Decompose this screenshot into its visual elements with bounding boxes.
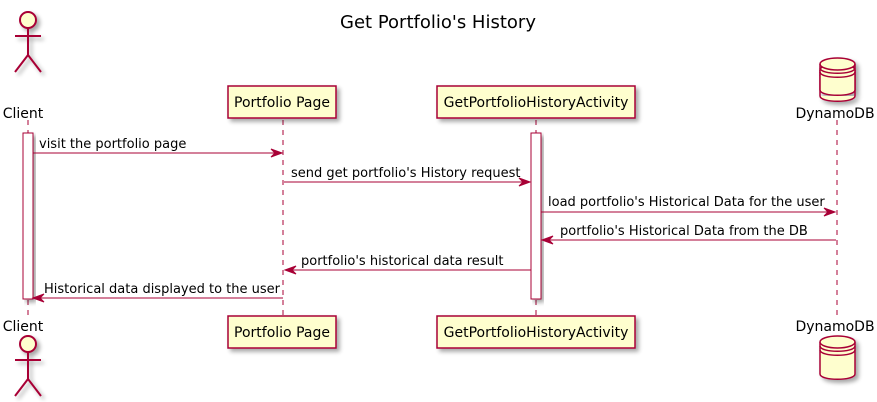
- actor-label-client-top: Client: [3, 106, 44, 122]
- database-dynamodb-bottom: DynamoDB: [795, 319, 875, 380]
- message-send-history-request: send get portfolio's History request: [284, 166, 532, 187]
- database-icon: [819, 57, 856, 102]
- arrowhead-left: [540, 235, 554, 245]
- actor-icon: [14, 11, 42, 73]
- activation-client: [22, 132, 34, 300]
- message-label: visit the portfolio page: [39, 137, 186, 152]
- message-label: Historical data displayed to the user: [44, 282, 281, 297]
- message-load-historical-data: load portfolio's Historical Data for the…: [541, 195, 837, 217]
- message-data-displayed-to-user: Historical data displayed to the user: [31, 282, 283, 303]
- arrowhead-right: [823, 207, 837, 217]
- participant-label-portfolio-page-bottom: Portfolio Page: [234, 325, 330, 341]
- message-label: send get portfolio's History request: [291, 166, 521, 181]
- participant-portfolio-page-bottom: Portfolio Page: [227, 315, 337, 349]
- participant-activity-top: GetPortfolioHistoryActivity: [436, 85, 636, 119]
- actor-label-client-bottom: Client: [3, 319, 44, 335]
- participant-portfolio-page-top: Portfolio Page: [227, 85, 337, 119]
- arrowhead-right: [270, 148, 284, 158]
- actor-client-bottom: Client: [3, 319, 44, 397]
- arrowhead-left: [283, 265, 297, 275]
- database-icon: [819, 335, 856, 380]
- participant-label-activity-bottom: GetPortfolioHistoryActivity: [444, 325, 629, 341]
- database-dynamodb-top: DynamoDB: [795, 57, 875, 122]
- message-visit-portfolio-page: visit the portfolio page: [33, 137, 284, 158]
- message-label: portfolio's Historical Data from the DB: [560, 224, 808, 239]
- message-label: portfolio's historical data result: [301, 254, 504, 269]
- actor-icon: [14, 335, 42, 397]
- arrowhead-left: [31, 293, 45, 303]
- actor-client-top: Client: [3, 11, 44, 122]
- activation-activity: [530, 132, 542, 300]
- diagram-title: Get Portfolio's History: [340, 12, 536, 33]
- participant-label-portfolio-page-top: Portfolio Page: [234, 95, 330, 111]
- database-label-dynamodb-bottom: DynamoDB: [795, 319, 874, 335]
- database-label-dynamodb-top: DynamoDB: [795, 106, 874, 122]
- message-historical-data-result: portfolio's historical data result: [283, 254, 531, 275]
- arrowhead-right: [518, 177, 532, 187]
- participant-label-activity-top: GetPortfolioHistoryActivity: [444, 95, 629, 111]
- message-label: load portfolio's Historical Data for the…: [548, 195, 825, 210]
- participant-activity-bottom: GetPortfolioHistoryActivity: [436, 315, 636, 349]
- message-historical-data-from-db: portfolio's Historical Data from the DB: [540, 224, 836, 245]
